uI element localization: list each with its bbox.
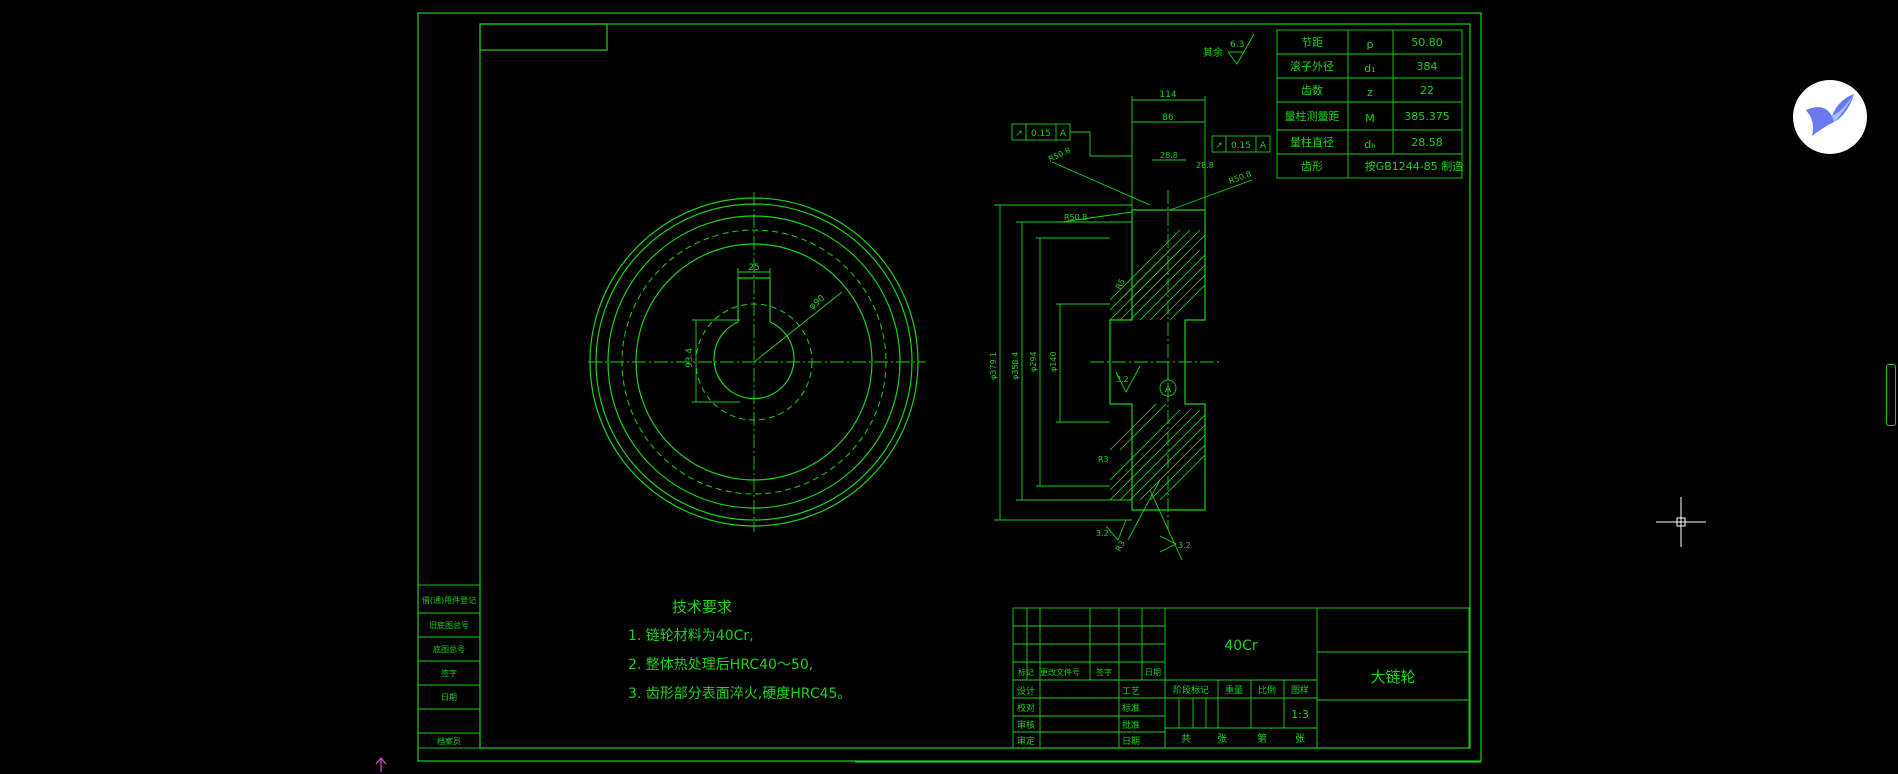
param-name: 量柱测量距 — [1285, 109, 1340, 123]
param-value: 50.80 — [1411, 36, 1443, 49]
tooth-width-dim-2: 28.8 — [1196, 161, 1214, 170]
left-strip: 借(通)用件登记 旧底图总号 底图总号 签字 日期 档案员 — [417, 584, 481, 749]
param-symbol: M — [1365, 112, 1375, 125]
sheet-inner-border — [479, 23, 1471, 749]
chamfer-label: R5 — [1114, 277, 1127, 291]
param-symbol: z — [1367, 86, 1373, 99]
fcf-right-datum: A — [1260, 141, 1267, 151]
param-value: 按GB1244-85 制造 — [1365, 159, 1464, 173]
outer-diameter-dim: φ379.1 — [989, 352, 998, 380]
front-view: 25 93.4 φ90 — [588, 192, 926, 532]
app-launcher-icon[interactable] — [1793, 80, 1867, 154]
technical-requirements: 技术要求 1. 链轮材料为40Cr, 2. 整体热处理后HRC40～50, 3.… — [628, 598, 851, 702]
radius-label: R50.8 — [1064, 213, 1087, 222]
hub-width-dim: 86 — [1162, 113, 1174, 123]
sheet-outer-border — [417, 12, 1482, 762]
param-symbol: dₕ — [1364, 138, 1375, 151]
param-symbol: p — [1367, 38, 1374, 51]
role-label: 日期 — [1122, 736, 1140, 747]
radius-small-label: R3 — [1114, 539, 1127, 553]
part-name: 大链轮 — [1370, 668, 1415, 686]
fcf-right-value: 0.15 — [1231, 141, 1251, 151]
role-label: 审定 — [1017, 735, 1035, 747]
parameter-table: 节距 p 50.80 滚子外径 d₁ 384 齿数 z 22 量柱测量距 M 3… — [1276, 29, 1464, 179]
param-name: 节距 — [1301, 36, 1323, 49]
role-label: 校对 — [1017, 702, 1035, 714]
sheet-label: 第 — [1257, 732, 1267, 745]
role-label: 批准 — [1122, 719, 1140, 731]
param-value: 384 — [1417, 60, 1438, 73]
fcf-left-symbol: ↗ — [1015, 129, 1023, 139]
param-value: 28.58 — [1411, 136, 1443, 149]
stage-header: 阶段标记 — [1173, 684, 1209, 696]
hub-diameter-dim: φ294 — [1029, 351, 1038, 372]
overall-width-dim: 114 — [1159, 90, 1176, 100]
radius-label: R50.8 — [1047, 146, 1072, 164]
radius-label: R50.8 — [1228, 169, 1253, 185]
strip-label: 底图总号 — [433, 644, 465, 654]
role-label: 审核 — [1017, 719, 1035, 731]
edge-radius-label: R3 — [1098, 455, 1109, 464]
roughness-value: 3.2 — [1178, 541, 1191, 550]
strip-label: 旧底图总号 — [429, 620, 469, 630]
tech-req-item: 2. 整体热处理后HRC40～50, — [628, 657, 813, 673]
tech-req-item: 1. 链轮材料为40Cr, — [628, 628, 754, 644]
sheet-label: 张 — [1217, 733, 1227, 745]
fcf-left-value: 0.15 — [1031, 129, 1051, 139]
roughness-value: 3.2 — [1116, 375, 1129, 384]
change-header: 签字 — [1096, 667, 1112, 677]
strip-label: 档案员 — [437, 736, 461, 746]
param-value: 385.375 — [1404, 110, 1450, 123]
ucs-arrow-icon — [375, 757, 387, 772]
title-block: 标记 更改文件号 签字 日期 设计 校对 审核 审定 工艺 标准 批准 日期 4… — [1012, 607, 1470, 749]
tooth-width-dim: 28.8 — [1160, 151, 1178, 160]
change-header: 更改文件号 — [1040, 667, 1080, 677]
param-name: 齿形 — [1301, 160, 1323, 173]
bore-dim: φ90 — [808, 293, 828, 312]
roughness-label: 其余 — [1203, 46, 1223, 59]
sheet-label: 共 — [1181, 733, 1191, 745]
change-header: 日期 — [1145, 668, 1161, 677]
sheet-label: 张 — [1295, 733, 1305, 745]
tech-req-item: 3. 齿形部分表面淬火,硬度HRC45。 — [628, 686, 851, 702]
code-box — [479, 23, 608, 51]
root-diameter-dim: φ358.4 — [1011, 352, 1020, 380]
bore-diameter-dim: φ140 — [1049, 351, 1058, 372]
stage-header: 图样 — [1291, 684, 1309, 696]
stage-header: 比例 — [1258, 684, 1276, 696]
roughness-note: 其余 6.3 — [1203, 33, 1255, 65]
side-scroll-handle[interactable] — [1886, 364, 1896, 426]
param-symbol: d₁ — [1364, 62, 1375, 75]
role-label: 工艺 — [1122, 686, 1140, 697]
crosshair-cursor-icon — [1656, 497, 1706, 547]
param-name: 齿数 — [1301, 84, 1323, 97]
role-label: 标准 — [1122, 702, 1140, 714]
bird-logo-icon — [1806, 94, 1854, 136]
change-header: 标记 — [1018, 667, 1034, 677]
fcf-right-symbol: ↗ — [1215, 141, 1223, 151]
hub-height-dim: 93.4 — [685, 348, 695, 368]
datum-symbol: A — [1165, 385, 1172, 395]
strip-label: 借(通)用件登记 — [422, 595, 476, 605]
roughness-value: 6.3 — [1230, 40, 1244, 50]
scale-value: 1:3 — [1291, 708, 1309, 721]
material-label: 40Cr — [1224, 638, 1258, 654]
role-label: 设计 — [1017, 685, 1035, 697]
param-name: 量柱直径 — [1290, 135, 1334, 149]
strip-label: 签字 — [441, 668, 457, 678]
param-name: 滚子外径 — [1290, 59, 1334, 73]
stage-header: 重量 — [1225, 684, 1243, 696]
keyway-width-dim: 25 — [748, 263, 759, 273]
strip-label: 日期 — [441, 693, 457, 702]
side-view: 114 86 28.8 28.8 ↗ 0.15 A ↗ 0.15 A R50.8… — [989, 90, 1271, 561]
param-value: 22 — [1420, 84, 1434, 97]
roughness-value: 3.2 — [1096, 529, 1109, 538]
tech-req-title: 技术要求 — [672, 598, 732, 616]
fcf-left-datum: A — [1060, 129, 1067, 139]
